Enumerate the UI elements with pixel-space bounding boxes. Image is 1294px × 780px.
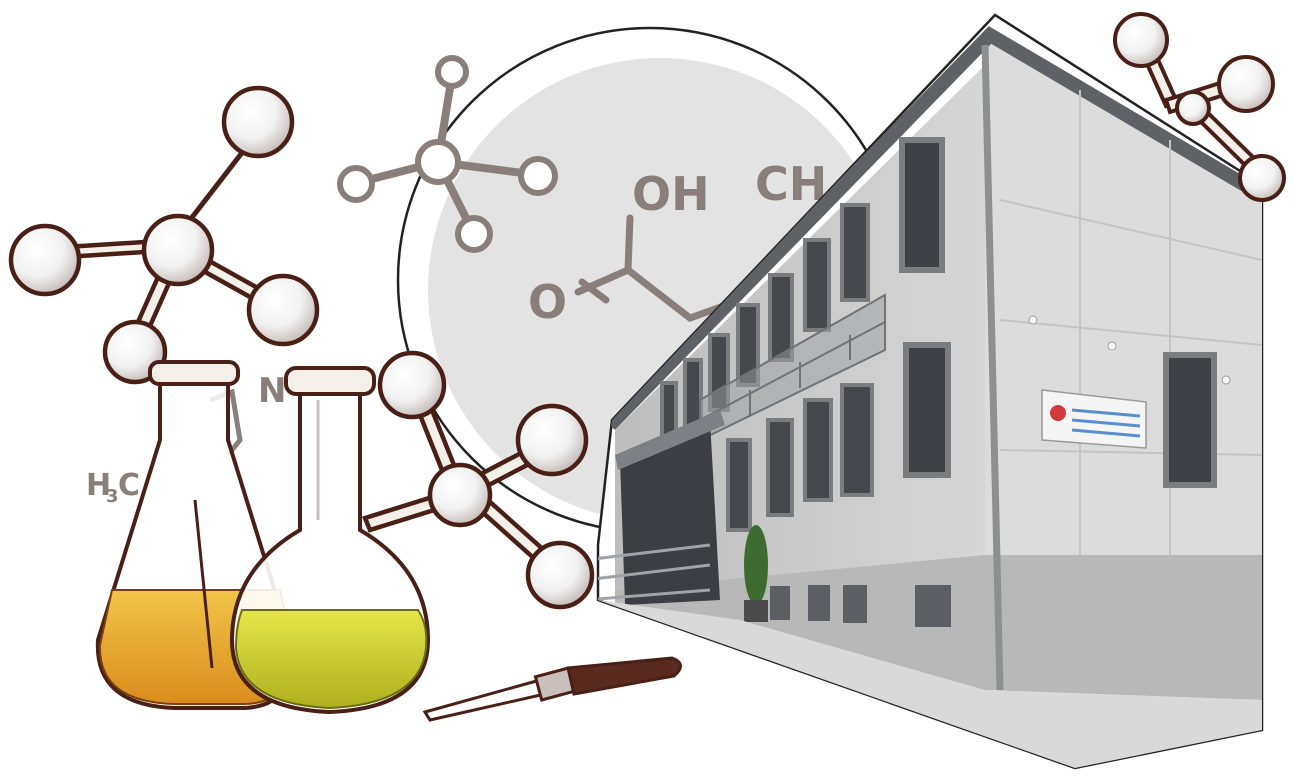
pipette-icon	[422, 656, 682, 722]
molecule-ball-stick-icon	[1113, 12, 1286, 202]
institution-sign-icon	[1041, 389, 1147, 449]
svg-text:3: 3	[106, 486, 119, 507]
shrub	[744, 525, 768, 622]
formula-ch: CH	[755, 157, 827, 211]
formula-o: O	[528, 275, 567, 329]
molecule-large-lower	[361, 350, 595, 610]
svg-text:C: C	[118, 468, 140, 503]
molecule-gray-icon	[337, 55, 558, 253]
molecule-large-upper	[8, 85, 320, 385]
formula-h3c: H 3 C	[86, 468, 140, 507]
formula-n: N	[258, 371, 286, 411]
svg-text:H: H	[86, 468, 111, 503]
round-bottom-flask-icon	[229, 366, 431, 715]
formula-oh: OH	[632, 167, 710, 221]
laboratory-building-icon	[596, 13, 1264, 770]
